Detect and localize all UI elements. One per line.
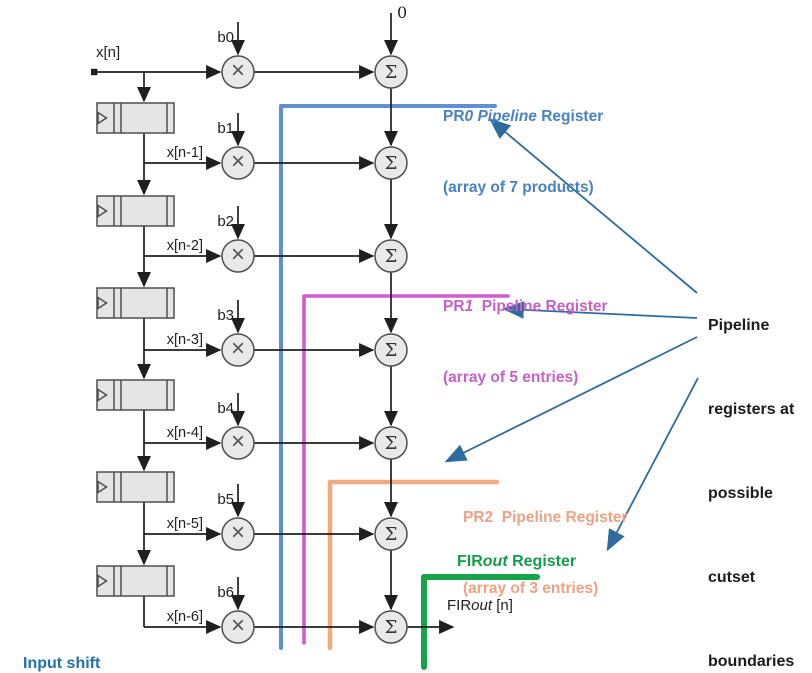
adder-node <box>374 239 408 273</box>
coef-label-b6: b6 <box>217 584 234 601</box>
multiplier-node <box>221 239 255 273</box>
operator-nodes <box>221 55 408 644</box>
coef-label-b1: b1 <box>217 120 234 137</box>
multiplier-node <box>221 333 255 367</box>
pr2-annotation: PR2 Pipeline Register (array of 3 entrie… <box>463 459 628 647</box>
pr0-cutset-line <box>279 104 497 650</box>
multiplier-node <box>221 610 255 644</box>
pr1-annotation: PR1 Pipeline Register (array of 5 entrie… <box>443 248 608 436</box>
pr1-subtitle: (array of 5 entries) <box>443 368 579 386</box>
multiplier-node <box>221 146 255 180</box>
pr1-title: PR1 Pipeline Register <box>443 298 608 315</box>
clock-triangle-icon <box>97 296 108 310</box>
adder-node <box>374 55 408 89</box>
multiply-icon: × <box>230 57 245 84</box>
signal-wires <box>91 13 455 634</box>
pr2-subtitle: (array of 3 entries) <box>463 579 599 597</box>
clock-triangle-icon <box>97 204 108 218</box>
register-block-4 <box>96 379 175 411</box>
coef-label-b0: b0 <box>217 29 234 46</box>
coef-label-b2: b2 <box>217 213 234 230</box>
coef-label-b4: b4 <box>217 400 234 417</box>
register-block-3 <box>96 287 175 319</box>
sigma-icon: Σ <box>384 62 398 83</box>
pr2-cutset-line <box>327 479 500 651</box>
firout-signal-label: FIRout [n] <box>447 597 513 614</box>
input-shift-register-annotation: Input shift Register <box>23 655 101 672</box>
delayed-label-xn5: x[n-5] <box>166 516 203 532</box>
pr0-annotation: PR0 Pipeline Register (array of 7 produc… <box>443 58 603 246</box>
pr2-title: PR2 Pipeline Register <box>463 509 628 526</box>
register-block-2 <box>96 195 175 227</box>
delayed-label-xn6: x[n-6] <box>166 609 203 625</box>
clock-triangle-icon <box>97 111 108 125</box>
sigma-icon: Σ <box>384 340 398 361</box>
coef-label-b5: b5 <box>217 491 234 508</box>
adder-node <box>374 426 408 460</box>
pr0-subtitle: (array of 7 products) <box>443 178 594 196</box>
sigma-icon: Σ <box>384 617 398 638</box>
delayed-label-xn3: x[n-3] <box>166 332 203 348</box>
delayed-label-xn2: x[n-2] <box>166 238 203 254</box>
multiplier-node <box>221 55 255 89</box>
cutset-note: Pipeline registers at possible cutset bo… <box>708 317 795 670</box>
sigma-icon: Σ <box>384 433 398 454</box>
multiply-icon: × <box>230 335 245 362</box>
firout-register-line <box>421 574 540 670</box>
annotation-arrow-firout <box>606 377 699 552</box>
coef-label-b3: b3 <box>217 307 234 324</box>
annotation-arrows <box>444 118 699 552</box>
register-block-6 <box>96 565 175 597</box>
clock-triangle-icon <box>97 574 108 588</box>
sigma-icon: Σ <box>384 153 398 174</box>
pr0-title: PR0 Pipeline Register <box>443 108 604 125</box>
adder-node <box>374 610 408 644</box>
multiply-icon: × <box>230 612 245 639</box>
adder-node <box>374 146 408 180</box>
adder-node <box>374 517 408 551</box>
firout-register-annotation: FIRout Register <box>457 553 577 570</box>
register-block-5 <box>96 471 175 503</box>
register-block-1 <box>96 102 175 134</box>
adder-node <box>374 333 408 367</box>
delayed-label-xn1: x[n-1] <box>166 145 203 161</box>
clock-triangle-icon <box>97 388 108 402</box>
shift-register-blocks <box>96 102 175 597</box>
input-signal-label: x[n] <box>96 44 121 61</box>
annotation-arrow-pr1 <box>502 301 698 319</box>
sigma-icon: Σ <box>384 524 398 545</box>
multiply-icon: × <box>230 148 245 175</box>
clock-triangle-icon <box>97 480 108 494</box>
pr1-cutset-line <box>302 294 510 645</box>
multiply-icon: × <box>230 241 245 268</box>
zero-input-label: 0 <box>397 3 408 22</box>
annotation-arrow-pr2 <box>444 336 698 463</box>
multiply-icon: × <box>230 428 245 455</box>
annotation-arrow-pr0 <box>488 118 698 294</box>
sigma-icon: Σ <box>384 246 398 267</box>
multiplier-node <box>221 426 255 460</box>
delayed-label-xn4: x[n-4] <box>166 425 203 441</box>
multiplier-node <box>221 517 255 551</box>
multiply-icon: × <box>230 519 245 546</box>
